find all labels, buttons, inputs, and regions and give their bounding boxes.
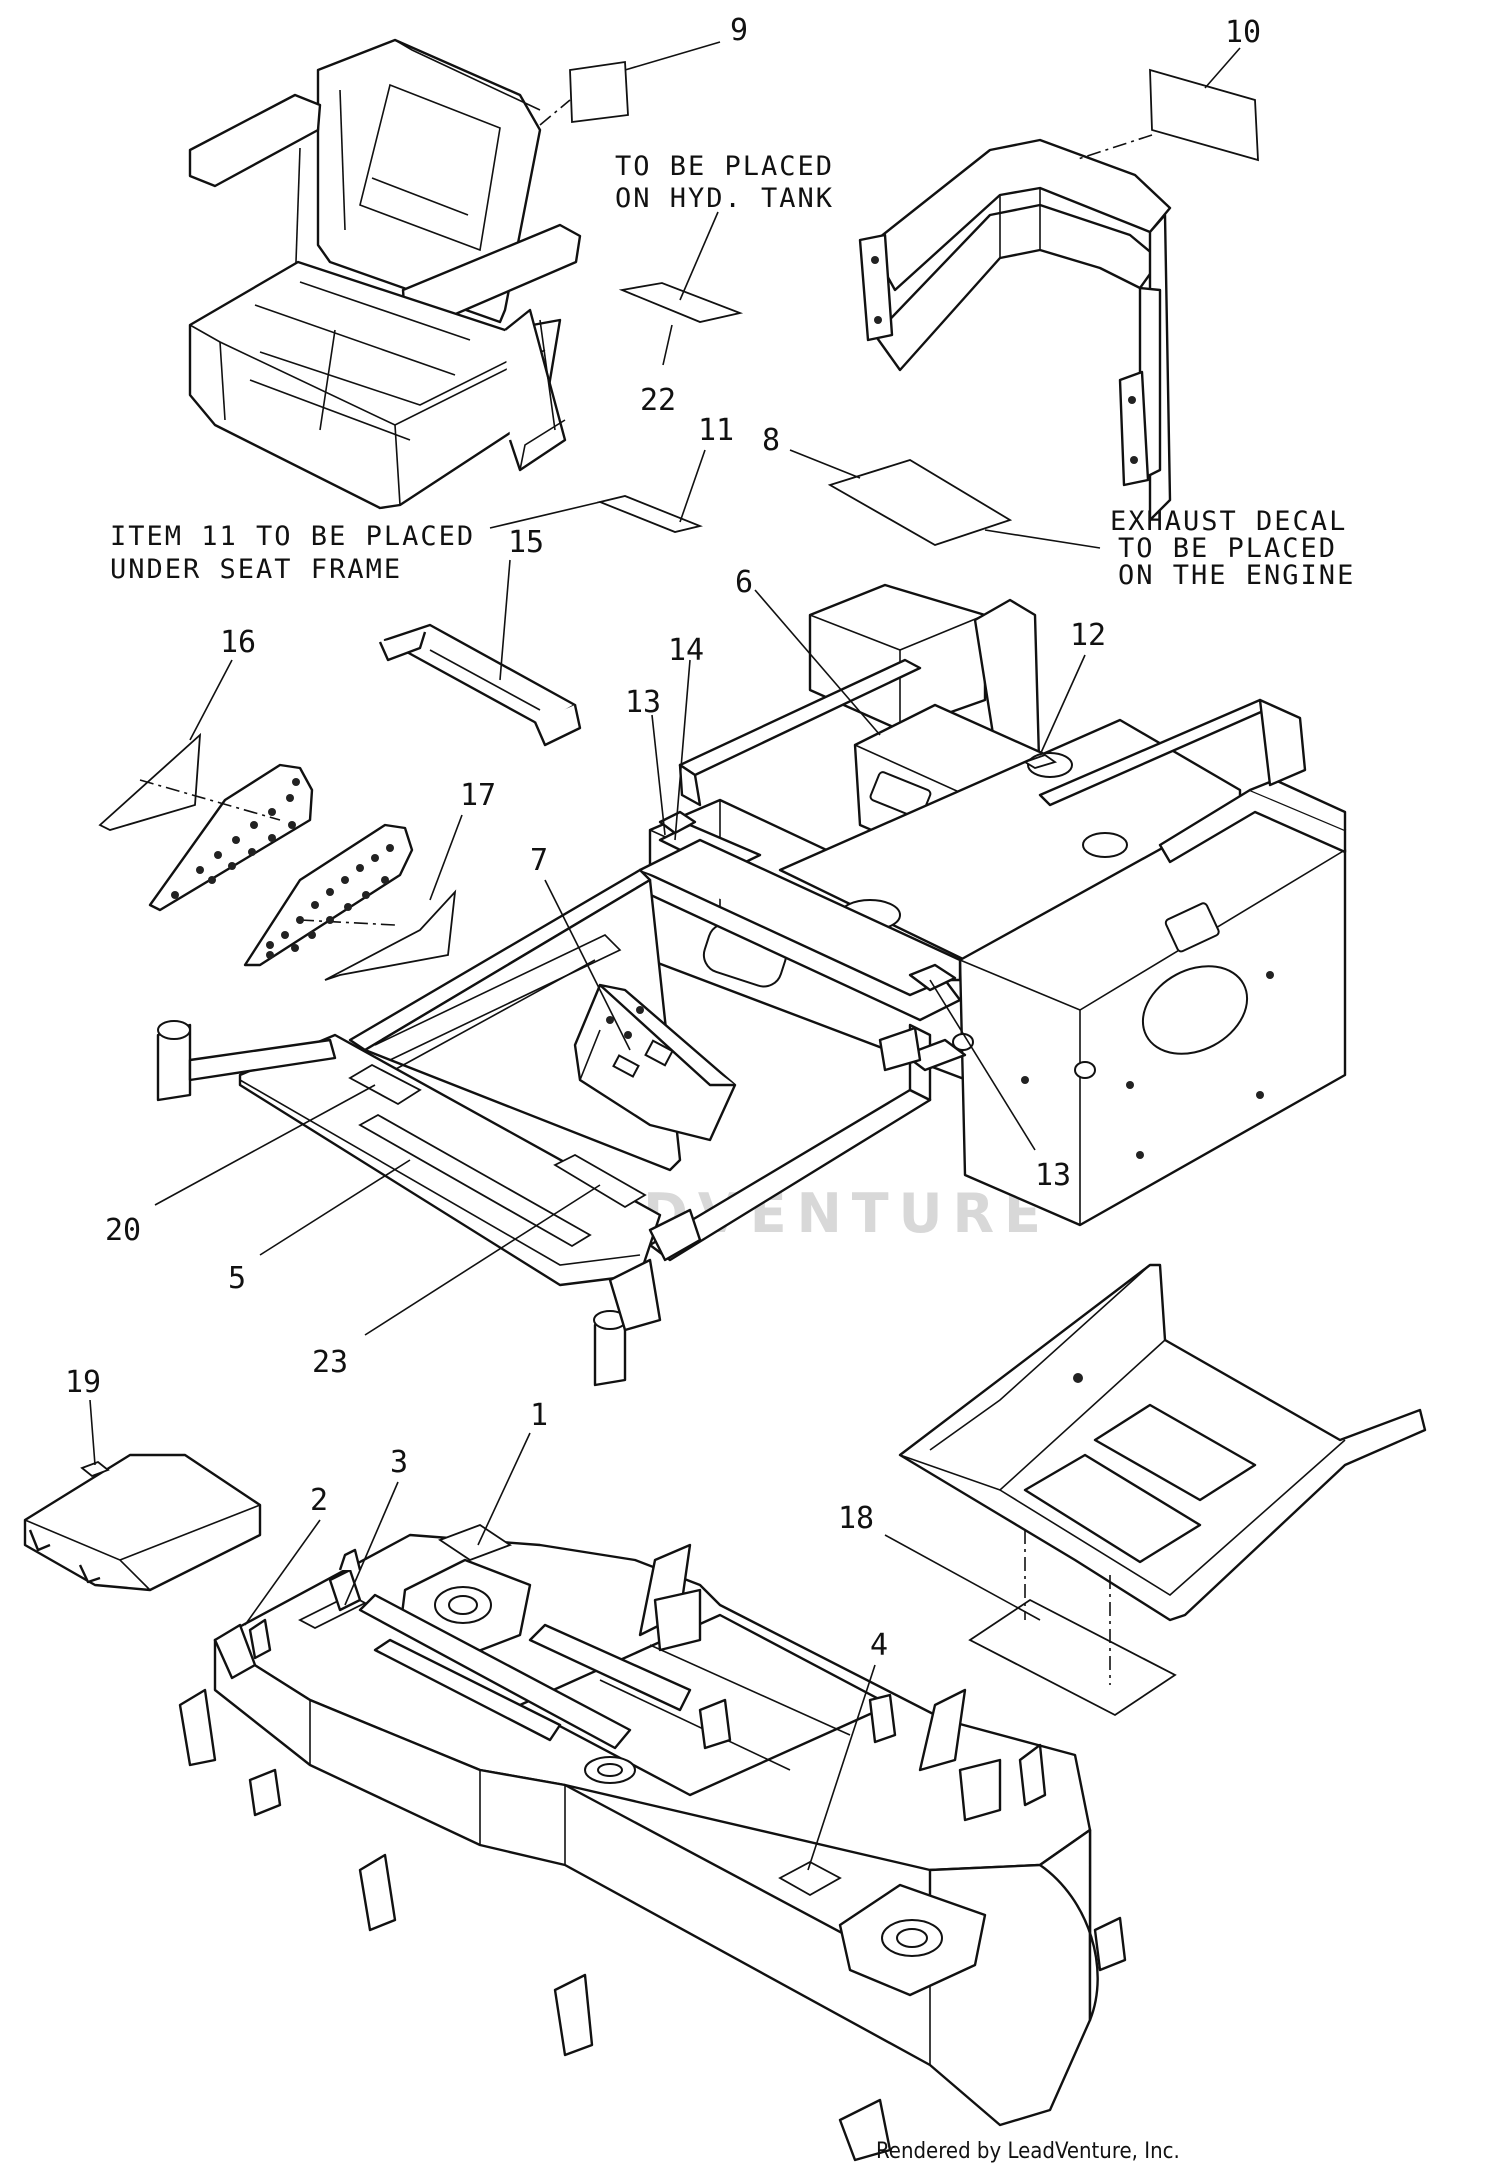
callout-19: 19: [65, 1365, 101, 1400]
note-exhaust-line1: EXHAUST DECAL: [1110, 506, 1347, 537]
note-item11-line2: UNDER SEAT FRAME: [110, 554, 402, 585]
render-credit: Rendered by LeadVenture, Inc.: [876, 2139, 1180, 2164]
callout-10: 10: [1225, 15, 1261, 50]
callout-17: 17: [460, 778, 496, 813]
callout-18: 18: [838, 1501, 874, 1536]
part-18-floor-pan: 18: [838, 1265, 1425, 1715]
callout-23: 23: [312, 1345, 348, 1380]
callout-20: 20: [105, 1213, 141, 1248]
callout-12: 12: [1070, 618, 1106, 653]
callout-14: 14: [668, 633, 704, 668]
note-item11-line1: ITEM 11 TO BE PLACED: [110, 521, 475, 552]
callout-4: 4: [870, 1628, 888, 1663]
decal-8: 8 EXHAUST DECAL TO BE PLACED ON THE ENGI…: [762, 423, 1355, 591]
frame-callouts: 6 12 14 13 13 7 20 5 23: [105, 565, 1106, 1380]
callout-16: 16: [220, 625, 256, 660]
callout-3: 3: [390, 1445, 408, 1480]
note-exhaust-line3: ON THE ENGINE: [1118, 560, 1355, 591]
part-17-shield: 17: [245, 778, 496, 980]
callout-22: 22: [640, 383, 676, 418]
callout-7: 7: [530, 843, 548, 878]
note-exhaust-line2: TO BE PLACED: [1118, 533, 1337, 564]
decal-9: 9: [540, 13, 748, 125]
decal-11: 11 ITEM 11 TO BE PLACED UNDER SEAT FRAME: [110, 413, 734, 585]
decal-22: TO BE PLACED ON HYD. TANK 22: [615, 151, 834, 418]
deck-callouts: 1 3 2 4: [245, 1398, 888, 1870]
callout-13a: 13: [625, 685, 661, 720]
seat-assembly: [190, 40, 580, 508]
part-15-bracket: 15: [380, 525, 580, 745]
callout-5: 5: [228, 1261, 246, 1296]
roll-bar: 10: [860, 15, 1261, 520]
callout-8: 8: [762, 423, 780, 458]
callout-15: 15: [508, 525, 544, 560]
part-19-cover: 19: [25, 1365, 260, 1590]
callout-2: 2: [310, 1483, 328, 1518]
mower-deck: [180, 1525, 1125, 2160]
note-hyd-line1: TO BE PLACED: [615, 151, 834, 182]
part-16-shield: 16: [100, 625, 312, 910]
callout-1: 1: [530, 1398, 548, 1433]
note-hyd-line2: ON HYD. TANK: [615, 183, 834, 214]
callout-9: 9: [730, 13, 748, 48]
callout-11: 11: [698, 413, 734, 448]
callout-13b: 13: [1035, 1158, 1071, 1193]
main-frame: [158, 585, 1345, 1385]
callout-6: 6: [735, 565, 753, 600]
